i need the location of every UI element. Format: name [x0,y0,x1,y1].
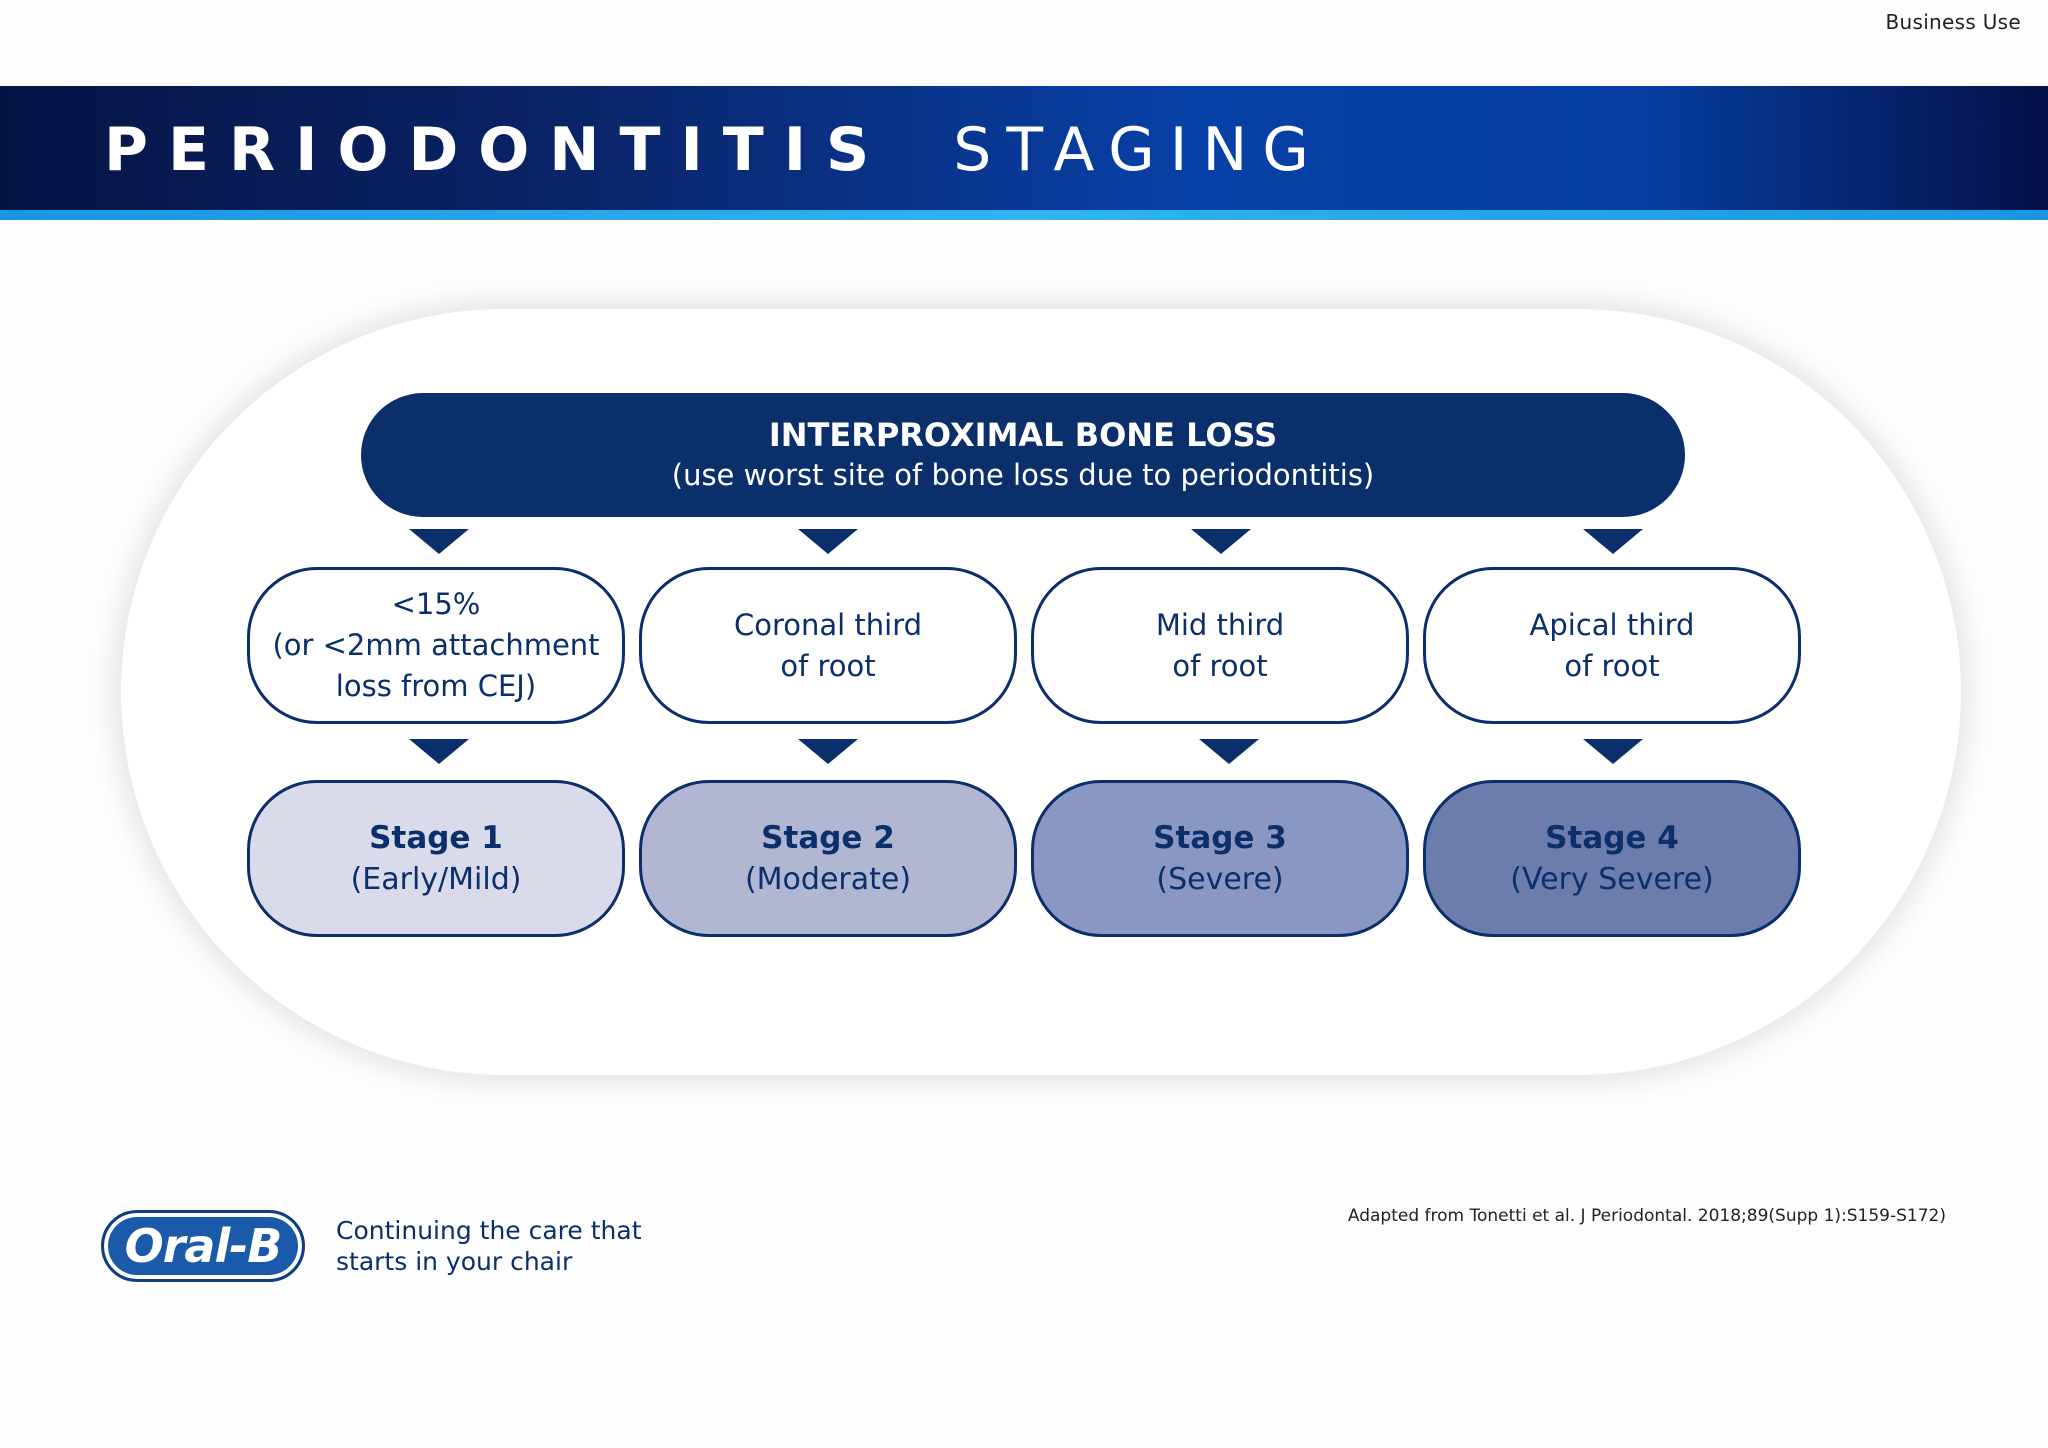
title-band [0,86,2048,210]
brand-tagline: Continuing the care that starts in your … [336,1215,642,1277]
stage-severity: (Early/Mild) [350,861,522,897]
tagline-line: starts in your chair [336,1247,573,1276]
arrow-down-icon [1199,739,1259,764]
stage-name: Stage 2 [761,819,895,856]
stage-box-2: Stage 2 (Moderate) [639,780,1017,937]
criteria-box-stage-2: Coronal third of root [639,567,1017,724]
bone-loss-banner: INTERPROXIMAL BONE LOSS (use worst site … [361,393,1685,517]
arrow-down-icon [1191,529,1251,554]
stage-name: Stage 3 [1153,819,1287,856]
criteria-line: (or <2mm attachment [272,628,600,662]
criteria-line: Apical third [1529,607,1695,642]
criteria-line: loss from CEJ) [335,669,537,703]
criteria-line: Mid third [1155,607,1285,642]
arrow-down-icon [798,529,858,554]
arrow-down-icon [409,739,469,764]
criteria-line: of root [780,648,876,683]
criteria-box-stage-3: Mid third of root [1031,567,1409,724]
banner-title: INTERPROXIMAL BONE LOSS [768,416,1278,454]
criteria-line: <15% [391,587,481,621]
page-title: PERIODONTITIS STAGING [104,115,1324,185]
criteria-box-stage-1: <15% (or <2mm attachment loss from CEJ) [247,567,625,724]
criteria-box-stage-4: Apical third of root [1423,567,1801,724]
stage-name: Stage 1 [369,819,503,856]
criteria-line: of root [1172,648,1268,683]
page-title-light: STAGING [953,115,1324,185]
stage-severity: (Very Severe) [1510,861,1714,897]
arrow-down-icon [1583,529,1643,554]
arrow-down-icon [798,739,858,764]
criteria-line: of root [1564,648,1660,683]
oral-b-logo: Oral-B [101,1210,305,1282]
tagline-line: Continuing the care that [336,1216,642,1245]
stage-severity: (Moderate) [744,861,912,897]
source-citation: Adapted from Tonetti et al. J Periodonta… [1347,1206,1946,1226]
arrow-down-icon [1583,739,1643,764]
criteria-line: Coronal third [733,607,923,642]
stage-severity: (Severe) [1156,861,1284,897]
banner-subtitle: (use worst site of bone loss due to peri… [671,458,1375,492]
stage-box-1: Stage 1 (Early/Mild) [247,780,625,937]
stage-box-4: Stage 4 (Very Severe) [1423,780,1801,937]
page-title-bold: PERIODONTITIS [104,115,890,185]
arrow-down-icon [409,529,469,554]
stage-box-3: Stage 3 (Severe) [1031,780,1409,937]
classification-label: Business Use [1885,10,2021,34]
title-band-accent [0,210,2048,220]
stage-name: Stage 4 [1545,819,1679,856]
